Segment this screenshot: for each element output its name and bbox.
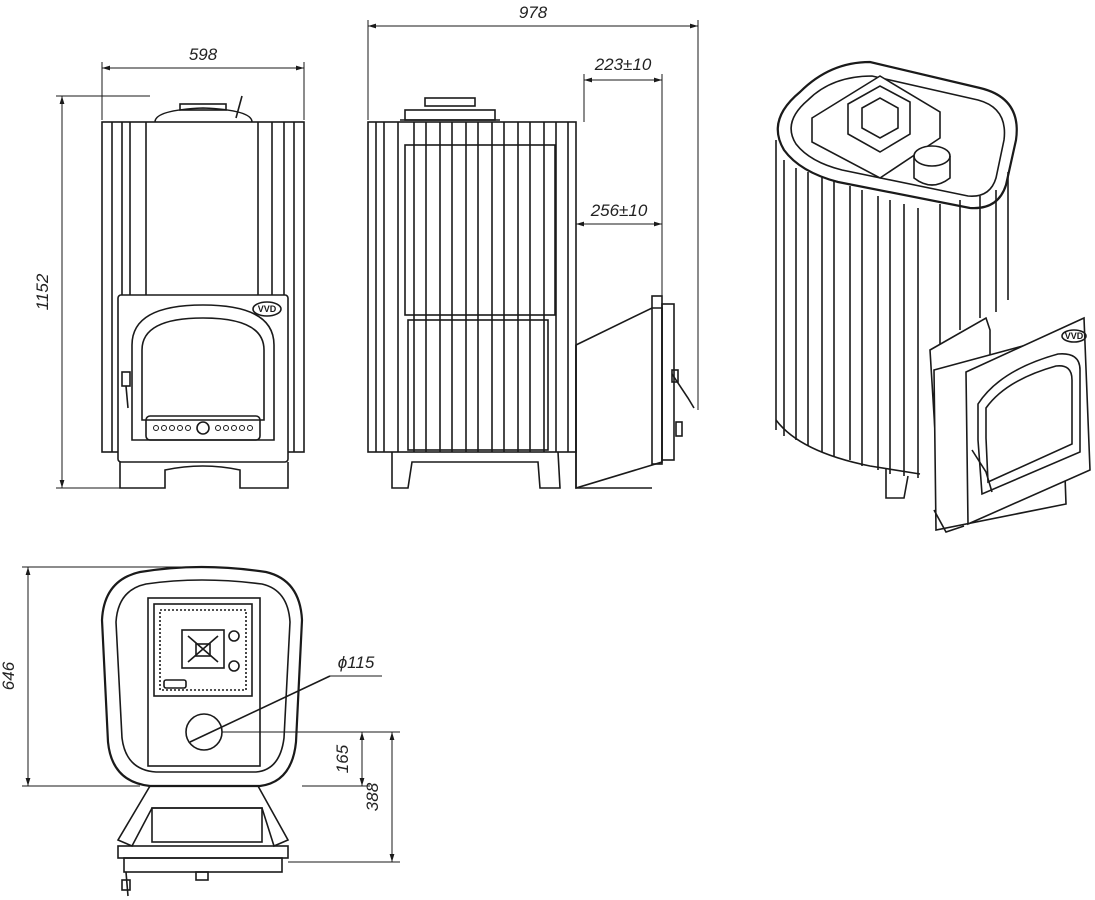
- iso-brand-logo: VVD: [1065, 331, 1084, 341]
- chimney-offset-dimension: 165: [222, 731, 400, 787]
- offset-223-label: 223±10: [594, 55, 652, 74]
- front-width-dimension: 598: [101, 45, 305, 120]
- height-label: 1152: [33, 273, 52, 310]
- top-view: 646 ϕ115 165 388: [0, 565, 400, 897]
- side-depth-label: 978: [519, 3, 548, 22]
- offset-223-dimension: 223±10: [583, 55, 663, 300]
- top-depth-dimension: 646: [0, 566, 200, 787]
- top-depth-label: 646: [0, 661, 18, 690]
- offset-256-dimension: 256±10: [576, 201, 662, 227]
- height-dimension: 1152: [33, 95, 150, 489]
- chimney-diameter-label: ϕ115: [338, 653, 375, 672]
- door-offset-dimension: 388: [288, 732, 400, 863]
- front-brand-logo: VVD: [258, 304, 277, 314]
- offset-256-label: 256±10: [590, 201, 648, 220]
- side-view: 978 223±10 256±10: [367, 3, 699, 490]
- door-offset-label: 388: [363, 782, 382, 811]
- side-depth-dimension: 978: [367, 3, 699, 410]
- chimney-leader-line: [189, 675, 331, 743]
- isometric-view: VVD: [775, 60, 1091, 533]
- front-view: 598 1152: [33, 45, 305, 489]
- front-width-label: 598: [189, 45, 218, 64]
- chimney-offset-label: 165: [333, 744, 352, 773]
